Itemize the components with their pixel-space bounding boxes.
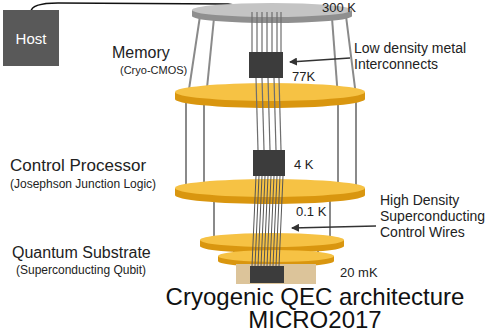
memory-chip xyxy=(249,52,283,78)
qubit-chip xyxy=(250,266,284,283)
temperature-label: 20 mK xyxy=(340,266,378,281)
host-box: Host xyxy=(3,10,59,66)
leader-arrow xyxy=(292,226,376,228)
figure-caption: Cryogenic QEC architecture MICRO2017 xyxy=(150,285,480,331)
cold-plate-77k xyxy=(175,83,365,108)
temperature-label: 300 K xyxy=(322,1,356,16)
component-technology: (Superconducting Qubit) xyxy=(16,264,146,278)
temperature-label: 0.1 K xyxy=(296,205,326,220)
temperature-label: 4 K xyxy=(294,158,314,173)
node-text: Host xyxy=(16,30,47,47)
support-posts xyxy=(186,16,356,262)
component-name: Quantum Substrate xyxy=(12,244,151,262)
annotation-note: High Density Superconducting Control Wir… xyxy=(380,192,494,240)
component-technology: (Josephson Junction Logic) xyxy=(10,178,156,192)
cold-plate-0-1k xyxy=(200,233,344,253)
leader-arrow xyxy=(290,58,350,62)
component-name: Control Processor xyxy=(10,156,146,176)
component-technology: (Cryo-CMOS) xyxy=(120,64,187,77)
temperature-label: 77K xyxy=(292,70,315,85)
metal-interconnects xyxy=(252,12,281,150)
component-name: Memory xyxy=(112,44,170,62)
annotation-note: Low density metal Interconnects xyxy=(354,40,480,72)
superconducting-control-wires xyxy=(252,176,283,266)
control-processor-chip xyxy=(253,150,285,176)
